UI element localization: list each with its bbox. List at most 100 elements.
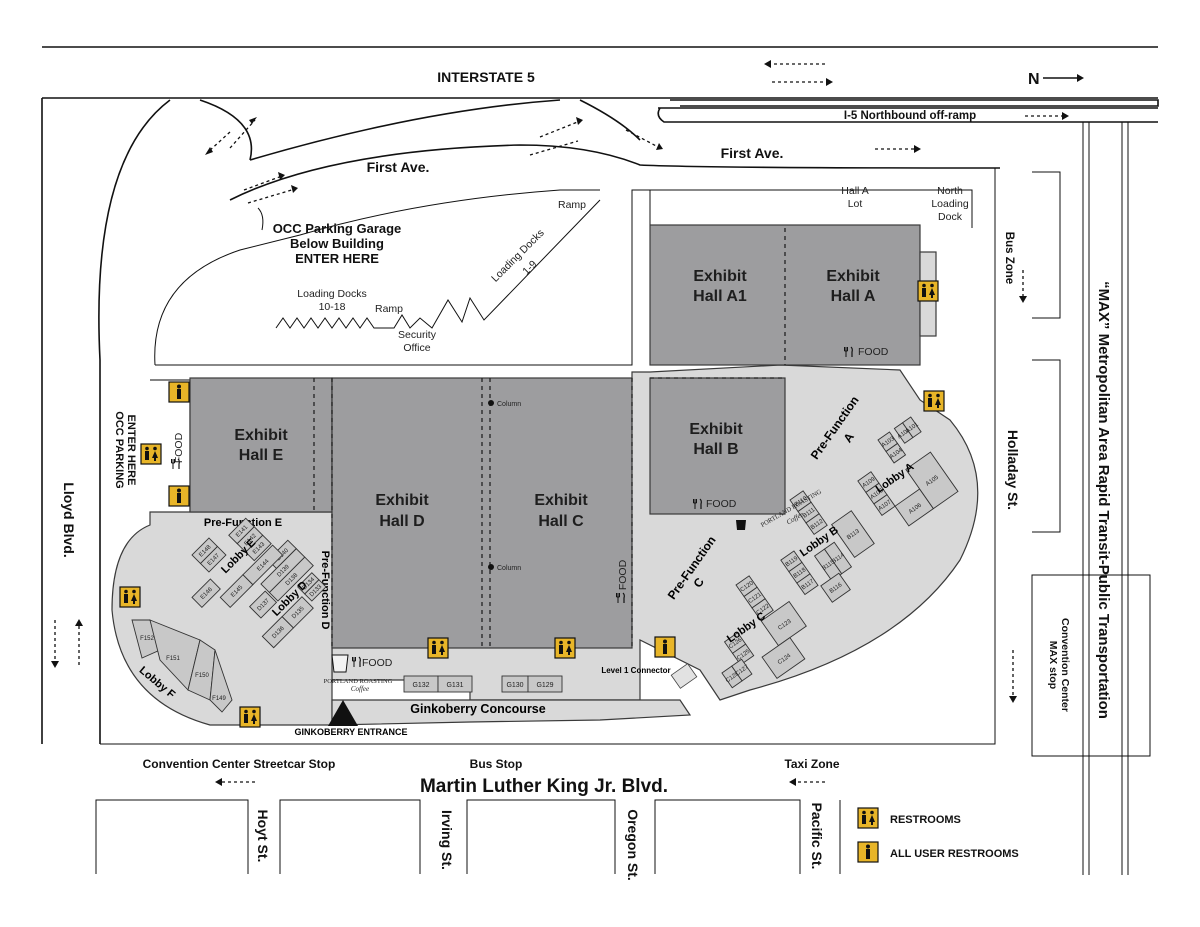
holladay-label: Holladay St. [1005, 430, 1021, 510]
svg-text:FOOD: FOOD [617, 559, 629, 590]
room-cell[interactable] [905, 451, 959, 510]
svg-text:Hall E: Hall E [239, 447, 284, 464]
svg-text:Coffee: Coffee [351, 685, 369, 693]
svg-text:Hall A: Hall A [831, 288, 876, 305]
svg-text:Exhibit: Exhibit [375, 492, 429, 509]
exhibit-hall-b[interactable] [649, 377, 786, 515]
legend-restrooms-label: RESTROOMS [890, 814, 961, 826]
bus-stop-label: Bus Stop [470, 757, 523, 771]
first-ave-right-label: First Ave. [721, 145, 784, 161]
room-cell[interactable] [901, 416, 922, 439]
lobby-e-rooms: E148 E147 E141 E142 E143 E144 E145 E146 … [191, 517, 284, 608]
restroom-icon[interactable] [923, 390, 945, 412]
max-line-label: “MAX” Metropolitan Area Rapid Transit-Pu… [1095, 281, 1112, 719]
room-cell[interactable] [731, 643, 755, 666]
first-ave-left-label: First Ave. [367, 159, 430, 175]
room-cell[interactable] [248, 590, 278, 619]
svg-text:FOOD: FOOD [173, 432, 185, 463]
room-cell[interactable] [761, 636, 806, 680]
svg-text:PORTLAND ROASTING: PORTLAND ROASTING [324, 678, 393, 685]
all-user-restroom-icon[interactable] [168, 485, 190, 507]
svg-text:G129: G129 [536, 682, 553, 689]
room-cell[interactable] [437, 675, 473, 693]
svg-text:Convention Center: Convention Center [1059, 618, 1071, 712]
restroom-icon[interactable] [554, 637, 576, 659]
restroom-icon[interactable] [427, 637, 449, 659]
room-cell[interactable] [304, 579, 327, 602]
svg-text:OCC Parking Garage: OCC Parking Garage [273, 221, 402, 236]
room-cell[interactable] [219, 574, 254, 608]
restroom-icon[interactable] [917, 280, 939, 302]
mlk-label: Martin Luther King Jr. Blvd. [420, 776, 668, 797]
legend: RESTROOMS ALL USER RESTROOMS [857, 807, 1019, 863]
room-cell[interactable] [873, 494, 896, 516]
svg-text:Column: Column [497, 565, 521, 572]
lloyd-label: Lloyd Blvd. [61, 482, 77, 557]
exhibit-hall-e[interactable] [189, 377, 333, 513]
svg-text:Loading Docks: Loading Docks [297, 288, 366, 300]
offramp-road [670, 99, 1159, 107]
room-cell[interactable] [191, 578, 221, 608]
all-user-restroom-icon[interactable] [654, 636, 676, 658]
room-cell[interactable] [199, 545, 227, 573]
entrance-triangle-icon [328, 700, 358, 726]
svg-text:G130: G130 [506, 682, 523, 689]
interstate-label: INTERSTATE 5 [437, 69, 535, 85]
taxi-zone-label: Taxi Zone [784, 757, 839, 771]
svg-text:North: North [937, 185, 963, 197]
svg-text:Hall A: Hall A [841, 185, 868, 197]
svg-text:Exhibit: Exhibit [826, 268, 880, 285]
svg-text:Exhibit: Exhibit [234, 427, 288, 444]
svg-text:Below Building: Below Building [290, 236, 384, 251]
svg-text:Pre-Function D: Pre-Function D [319, 551, 331, 630]
restroom-icon[interactable] [140, 443, 162, 465]
room-cell[interactable] [281, 596, 314, 629]
column-icon [488, 400, 494, 406]
svg-text:FOOD: FOOD [706, 498, 737, 510]
lobby-b-rooms: B110 B111 B112 B119 B118 B117 B113 B114 … [780, 490, 875, 603]
entrance-label[interactable]: GINKOBERRY ENTRANCE [294, 727, 407, 737]
svg-text:Exhibit: Exhibit [534, 492, 588, 509]
offramp-label: I-5 Northbound off-ramp [844, 110, 976, 122]
legend-all-user-label: ALL USER RESTROOMS [890, 848, 1019, 860]
svg-text:Column: Column [497, 401, 521, 408]
room-cell[interactable] [820, 572, 851, 603]
lobby-c-rooms: C120 C121 C122 C126 C125 C123 C124 C128 … [721, 575, 807, 689]
room-cell[interactable] [209, 649, 233, 713]
room-cell[interactable] [731, 658, 753, 682]
svg-text:G131: G131 [446, 682, 463, 689]
coffee-icon [331, 654, 349, 673]
svg-text:Loading Docks: Loading Docks [489, 227, 547, 285]
room-cell[interactable] [268, 556, 314, 602]
oregon-label: Oregon St. [625, 809, 641, 881]
hoyt-label: Hoyt St. [255, 810, 271, 863]
room-cell[interactable] [885, 442, 907, 464]
svg-text:OCC PARKING: OCC PARKING [113, 411, 125, 488]
room-cell[interactable] [760, 600, 807, 647]
restroom-icon[interactable] [239, 706, 261, 728]
restroom-icon[interactable] [119, 586, 141, 608]
room-cell[interactable] [245, 534, 272, 562]
svg-text:10-18: 10-18 [319, 301, 346, 313]
room-cell[interactable] [527, 675, 563, 693]
svg-text:Exhibit: Exhibit [693, 268, 747, 285]
svg-text:F149: F149 [212, 696, 226, 702]
room-cell[interactable] [751, 598, 774, 621]
svg-text:MAX stop: MAX stop [1047, 641, 1059, 689]
max-rail-lines [1082, 122, 1129, 875]
svg-text:Office: Office [403, 342, 430, 354]
svg-text:FOOD: FOOD [362, 657, 393, 669]
room-cell[interactable] [805, 513, 828, 536]
restroom-icon [857, 807, 879, 829]
concourse-rooms: G132 G131 G130 G129 [403, 675, 563, 693]
room-cell[interactable] [796, 573, 819, 596]
svg-text:F152: F152 [140, 636, 154, 642]
irving-label: Irving St. [439, 810, 455, 870]
room-cell[interactable] [830, 510, 875, 558]
all-user-restroom-icon [857, 841, 879, 863]
svg-text:Loading: Loading [931, 198, 969, 210]
svg-text:F151: F151 [166, 656, 180, 662]
all-user-restroom-icon[interactable] [168, 381, 190, 403]
svg-text:Hall C: Hall C [538, 513, 584, 530]
